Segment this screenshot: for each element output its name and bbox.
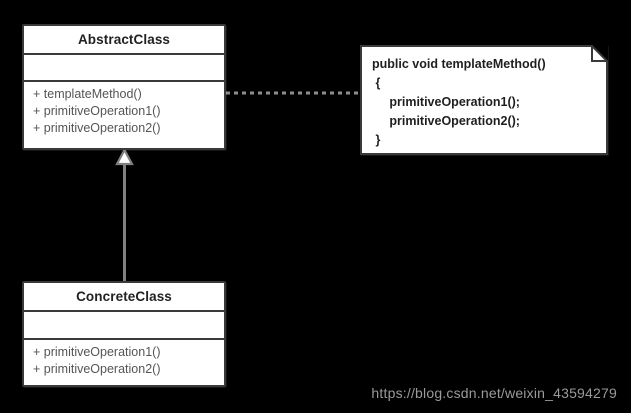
class-box-abstract-class[interactable]: AbstractClass + templateMethod() + primi… [22,24,226,150]
class-title-bar: ConcreteClass [24,283,224,312]
class-operations-compartment: + primitiveOperation1() + primitiveOpera… [24,340,224,382]
class-name-abstract-class: AbstractClass [77,32,171,47]
class-box-concrete-class[interactable]: ConcreteClass + primitiveOperation1() + … [22,281,226,387]
watermark-url: https://blog.csdn.net/weixin_43594279 [371,385,617,401]
note-box-template-method[interactable]: public void templateMethod() { primitive… [360,45,608,155]
class-name-concrete-class: ConcreteClass [76,289,172,304]
class-title-bar: AbstractClass [24,26,224,55]
class-attributes-compartment [24,312,224,340]
inheritance-hollow-triangle-icon [115,147,134,166]
note-body-text: public void templateMethod() { primitive… [372,57,546,147]
class-operation-item: + primitiveOperation1() [33,345,161,359]
note-shape-icon [360,45,608,155]
class-operation-item: + primitiveOperation2() [33,121,161,135]
class-operation-item: + templateMethod() [33,87,142,101]
class-operations-compartment: + templateMethod() + primitiveOperation1… [24,82,224,141]
class-operation-item: + primitiveOperation1() [33,104,161,118]
class-operation-item: + primitiveOperation2() [33,362,161,376]
class-attributes-compartment [24,55,224,82]
